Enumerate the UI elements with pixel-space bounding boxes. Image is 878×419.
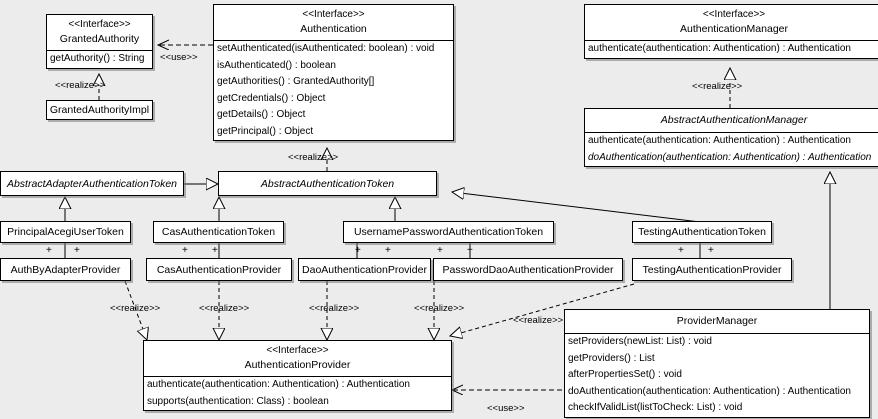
operation-row: getProviders() : List [568, 352, 655, 364]
edge-generalize-testingauthenticationtoken [452, 192, 701, 223]
role-marker: + [74, 245, 80, 256]
class-name-label: DaoAuthenticationProvider [302, 263, 427, 276]
compartment-divider [565, 333, 869, 334]
edge-label-realize-daoauthenticationprovider: <<realize>> [309, 303, 360, 314]
class-header: <<Interface>> AuthenticationManager [585, 5, 878, 40]
class-name-label: TestingAuthenticationToken [638, 226, 766, 238]
operation-row: getDetails() : Object [217, 109, 306, 120]
stereotype-label: <<Interface>> [302, 9, 365, 20]
operation-row: setAuthenticated(isAuthenticated: boolea… [217, 43, 435, 54]
class-header: <<Interface>> GrantedAuthority [47, 15, 152, 50]
operation-row: getCredentials() : Object [217, 92, 326, 104]
edge-label-realize-abstractauthenticationmanager: <<realize>> [692, 81, 743, 92]
class-header: ProviderManager [565, 310, 869, 333]
class-granted-authority-impl[interactable]: GrantedAuthorityImpl [46, 100, 153, 120]
edge-label-realize-passworddaoprovider: <<realize>> [414, 303, 465, 314]
class-abstract-adapter-authentication-token[interactable]: AbstractAdapterAuthenticationToken [0, 171, 184, 196]
class-auth-by-adapter-provider[interactable]: AuthByAdapterProvider [0, 258, 131, 281]
class-granted-authority[interactable]: <<Interface>> GrantedAuthority getAuthor… [46, 14, 153, 69]
compartment-divider [585, 40, 878, 41]
class-testing-authentication-provider[interactable]: TestingAuthenticationProvider [632, 258, 792, 281]
class-testing-authentication-token[interactable]: TestingAuthenticationToken [632, 221, 772, 243]
class-authentication-manager[interactable]: <<Interface>> AuthenticationManager auth… [584, 4, 878, 59]
role-marker: + [708, 245, 714, 256]
edge-label-realize-grantedauthorityimpl: <<realize>> [55, 80, 106, 91]
class-name-label: AuthenticationProvider [244, 359, 351, 371]
edge-label-realize-authbyadapterprovider: <<realize>> [110, 303, 161, 314]
class-cas-authentication-token[interactable]: CasAuthenticationToken [153, 221, 284, 243]
operation-row: authenticate(authentication: Authenticat… [588, 135, 851, 146]
class-dao-authentication-provider[interactable]: DaoAuthenticationProvider [298, 258, 431, 281]
class-header: <<Interface>> Authentication [214, 5, 453, 40]
operation-row: doAuthentication(authentication: Authent… [568, 385, 851, 397]
role-marker: + [385, 245, 391, 256]
operation-row: authenticate(authentication: Authenticat… [147, 379, 410, 390]
operations-compartment: setAuthenticated(isAuthenticated: boolea… [214, 41, 453, 140]
class-name-label: TestingAuthenticationProvider [642, 263, 782, 276]
class-name-label: AuthenticationManager [680, 23, 788, 35]
class-name-label: AbstractAdapterAuthenticationToken [6, 177, 178, 190]
class-name-label: GrantedAuthorityImpl [49, 104, 150, 116]
operation-row: isAuthenticated() : boolean [217, 59, 336, 71]
class-name-label: AbstractAuthenticationManager [660, 114, 808, 126]
class-name-label: ProviderManager [676, 315, 758, 327]
operations-compartment: setProviders(newList: List) : void getPr… [565, 334, 869, 417]
class-provider-manager[interactable]: ProviderManager setProviders(newList: Li… [564, 309, 870, 418]
edge-label-realize-casauthenticationprovider: <<realize>> [199, 303, 250, 314]
class-cas-authentication-provider[interactable]: CasAuthenticationProvider [146, 258, 292, 281]
operation-row: authenticate(authentication: Authenticat… [588, 43, 851, 54]
compartment-divider [144, 376, 451, 377]
edge-label-realize-abstractauthenticationtoken: <<realize>> [288, 152, 339, 163]
operations-compartment: authenticate(authentication: Authenticat… [585, 133, 878, 166]
operations-compartment: authenticate(authentication: Authenticat… [585, 41, 878, 58]
role-marker: + [46, 245, 52, 256]
class-header: <<Interface>> AuthenticationProvider [144, 341, 451, 376]
role-marker: + [437, 245, 443, 256]
role-marker: + [678, 245, 684, 256]
operation-row: afterPropertiesSet() : void [568, 369, 682, 380]
operations-compartment: getAuthority() : String [47, 51, 152, 68]
stereotype-label: <<Interface>> [68, 19, 131, 30]
compartment-divider [585, 132, 878, 133]
compartment-divider [47, 50, 152, 51]
class-header: AbstractAuthenticationManager [585, 109, 878, 132]
operation-row: getAuthorities() : GrantedAuthority[] [217, 76, 375, 87]
edge-label-realize-testingauthenticationprovider: <<realize>> [513, 315, 564, 326]
class-name-label: CasAuthenticationProvider [156, 263, 282, 276]
class-abstract-authentication-token[interactable]: AbstractAuthenticationToken [218, 171, 437, 196]
role-marker: + [355, 245, 361, 256]
class-name-label: PasswordDaoAuthenticationProvider [442, 263, 614, 276]
class-authentication[interactable]: <<Interface>> Authentication setAuthenti… [213, 4, 454, 141]
compartment-divider [214, 40, 453, 41]
class-principal-acegi-user-token[interactable]: PrincipalAcegiUserToken [0, 221, 131, 243]
class-password-dao-authentication-provider[interactable]: PasswordDaoAuthenticationProvider [433, 258, 623, 281]
edge-label-use-providermanager: <<use>> [487, 403, 525, 414]
edge-label-use-authentication-grantedauthority: <<use>> [160, 52, 198, 63]
class-authentication-provider[interactable]: <<Interface>> AuthenticationProvider aut… [143, 340, 452, 411]
class-name-label: AuthByAdapterProvider [10, 263, 121, 276]
class-name-label: GrantedAuthority [59, 33, 140, 45]
role-marker: + [212, 245, 218, 256]
operation-row: supports(authentication: Class) : boolea… [147, 395, 329, 407]
operation-row: checkIfValidList(listToCheck: List) : vo… [568, 402, 743, 413]
class-name-label: UsernamePasswordAuthenticationToken [353, 226, 544, 238]
class-name-label: CasAuthenticationToken [161, 226, 276, 238]
operation-row: getAuthority() : String [50, 53, 145, 64]
role-marker: + [467, 245, 473, 256]
operation-row: getPrincipal() : Object [217, 125, 314, 137]
class-name-label: AbstractAuthenticationToken [260, 177, 395, 190]
class-username-password-authentication-token[interactable]: UsernamePasswordAuthenticationToken [343, 221, 554, 243]
class-name-label: Authentication [300, 23, 367, 35]
stereotype-label: <<Interface>> [702, 9, 766, 20]
class-name-label: PrincipalAcegiUserToken [7, 226, 124, 238]
class-abstract-authentication-manager[interactable]: AbstractAuthenticationManager authentica… [584, 108, 878, 167]
operations-compartment: authenticate(authentication: Authenticat… [144, 377, 451, 410]
stereotype-label: <<Interface>> [266, 345, 329, 356]
operation-row: setProviders(newList: List) : void [568, 336, 712, 347]
operation-row-abstract: doAuthentication(authentication: Authent… [588, 151, 872, 163]
role-marker: + [182, 245, 188, 256]
